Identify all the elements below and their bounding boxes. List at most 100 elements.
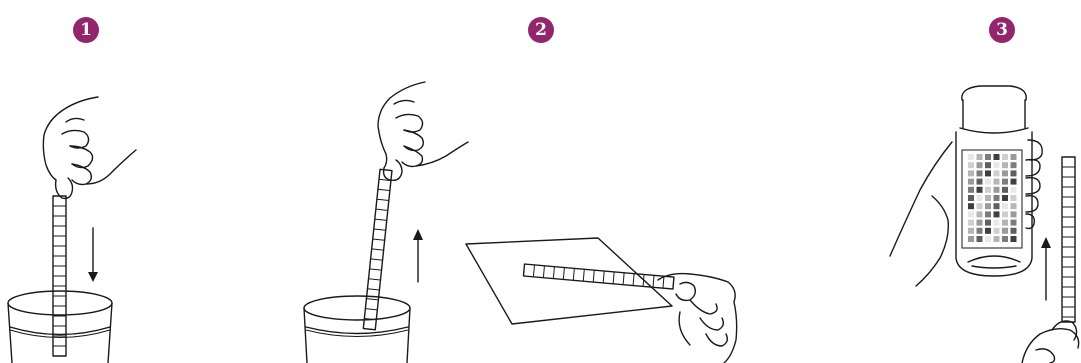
up-arrow-icon	[413, 229, 423, 282]
strip-pad-divider	[593, 270, 594, 282]
step-2-panel	[304, 82, 737, 363]
color-chart-swatch	[985, 236, 991, 242]
color-chart-swatch	[1002, 195, 1008, 201]
test-strip-icon	[523, 264, 673, 289]
down-arrow-icon	[88, 228, 98, 282]
color-chart-swatch	[977, 179, 983, 185]
color-chart-swatch	[985, 228, 991, 234]
color-chart-swatch	[968, 162, 974, 168]
strip-pad-divider	[376, 209, 388, 210]
color-chart-swatch	[968, 187, 974, 193]
color-chart-swatch	[994, 170, 1000, 176]
color-chart-swatch	[1011, 187, 1017, 193]
strip-pad-divider	[643, 274, 644, 286]
color-chart-swatch	[1011, 203, 1017, 209]
step-3-panel	[890, 86, 1079, 363]
color-chart-swatch	[985, 211, 991, 217]
color-chart-swatch	[985, 179, 991, 185]
color-chart-swatch	[985, 195, 991, 201]
color-chart-swatch	[977, 220, 983, 226]
color-chart-swatch	[994, 162, 1000, 168]
color-chart-swatch	[1002, 236, 1008, 242]
color-chart-swatch	[968, 170, 974, 176]
hand-icon	[43, 97, 136, 198]
strip-pad-divider	[533, 265, 534, 277]
color-chart-swatch	[1011, 170, 1017, 176]
strip-pad-divider	[553, 267, 554, 279]
color-chart-swatch	[968, 236, 974, 242]
up-arrow-icon	[1041, 237, 1051, 300]
color-chart-swatch	[994, 154, 1000, 160]
test-strip-icon	[1062, 157, 1075, 322]
strip-pad-divider	[369, 279, 381, 280]
color-chart-swatch	[1011, 220, 1017, 226]
strip-pad-divider	[371, 259, 383, 260]
strip-pad-divider	[372, 249, 384, 250]
color-chart-swatch	[994, 203, 1000, 209]
color-chart-swatch	[977, 228, 983, 234]
strip-pad-divider	[377, 199, 389, 200]
color-chart-swatch	[985, 170, 991, 176]
color-chart-swatch	[977, 203, 983, 209]
color-chart-swatch	[1002, 162, 1008, 168]
step-1-panel	[8, 97, 136, 363]
color-chart-swatch	[977, 236, 983, 242]
color-chart-swatch	[985, 220, 991, 226]
color-chart-swatch	[985, 203, 991, 209]
color-chart-swatch	[994, 211, 1000, 217]
color-chart-swatch	[1002, 228, 1008, 234]
test-strip-icon	[53, 196, 66, 356]
color-chart-swatch	[968, 195, 974, 201]
hand-icon	[658, 274, 737, 363]
strip-pad-divider	[573, 268, 574, 280]
color-chart-swatch	[1011, 236, 1017, 242]
hand-icon	[378, 82, 468, 180]
strip-pad-divider	[365, 309, 377, 310]
color-chart-swatch	[994, 228, 1000, 234]
strip-pad-divider	[583, 269, 584, 281]
strip-pad-divider	[374, 229, 386, 230]
water-glass-icon	[304, 296, 410, 363]
color-chart-swatch	[1002, 203, 1008, 209]
color-chart-swatch	[977, 170, 983, 176]
color-chart-swatch	[994, 179, 1000, 185]
hand-icon	[1022, 321, 1079, 363]
test-strip-icon	[363, 169, 392, 329]
strip-pad-divider	[367, 289, 379, 290]
color-chart-swatch	[1011, 228, 1017, 234]
color-chart-swatch	[994, 195, 1000, 201]
strip-pad-divider	[603, 271, 604, 283]
color-chart-icon	[962, 150, 1022, 248]
strip-pad-divider	[370, 269, 382, 270]
color-chart-swatch	[1002, 220, 1008, 226]
color-chart-swatch	[968, 154, 974, 160]
color-chart-swatch	[985, 162, 991, 168]
color-chart-swatch	[977, 154, 983, 160]
color-chart-swatch	[1002, 154, 1008, 160]
color-chart-swatch	[1011, 154, 1017, 160]
color-chart-swatch	[977, 162, 983, 168]
strip-pad-divider	[373, 239, 385, 240]
color-chart-swatch	[1002, 211, 1008, 217]
color-chart-swatch	[1011, 195, 1017, 201]
color-chart-swatch	[968, 220, 974, 226]
color-chart-swatch	[977, 211, 983, 217]
color-chart-swatch	[1002, 187, 1008, 193]
strip-pad-divider	[663, 276, 664, 288]
color-chart-swatch	[1011, 211, 1017, 217]
color-chart-swatch	[1011, 162, 1017, 168]
strip-pad-divider	[375, 219, 387, 220]
water-glass-icon	[8, 291, 112, 363]
color-chart-swatch	[977, 187, 983, 193]
color-chart-swatch	[994, 220, 1000, 226]
color-chart-swatch	[1011, 179, 1017, 185]
paper-towel-icon	[466, 238, 672, 324]
color-chart-swatch	[994, 187, 1000, 193]
color-chart-swatch	[985, 187, 991, 193]
strip-pad-divider	[633, 274, 634, 286]
color-chart-swatch	[994, 236, 1000, 242]
strip-pad-divider	[378, 189, 390, 190]
color-chart-swatch	[968, 211, 974, 217]
